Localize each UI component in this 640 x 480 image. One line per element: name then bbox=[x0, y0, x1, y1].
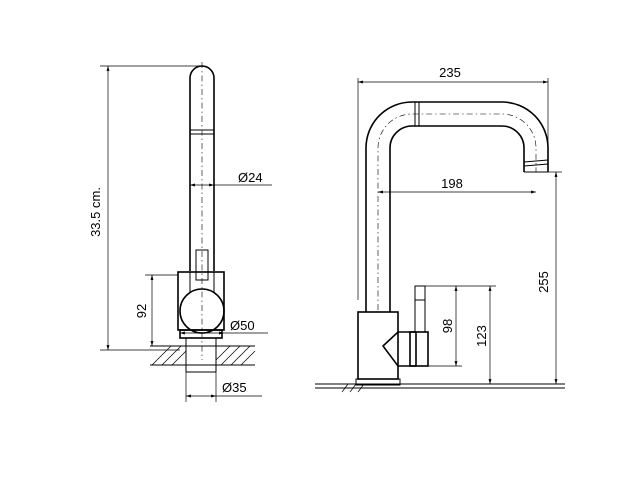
dim-lever-offset: 98 bbox=[428, 286, 462, 367]
label-hole-diameter: Ø35 bbox=[222, 380, 247, 395]
side-body bbox=[177, 249, 225, 347]
label-base-diameter: Ø50 bbox=[230, 318, 255, 333]
label-lever-offset: 98 bbox=[440, 319, 455, 333]
dim-base-diameter: Ø50 bbox=[180, 318, 268, 335]
label-spout-height: 255 bbox=[536, 271, 551, 293]
dim-body-height: 92 bbox=[134, 274, 178, 346]
side-view: 33.5 cm. 92 Ø24 Ø50 Ø35 bbox=[88, 62, 272, 402]
dim-total-reach: 235 bbox=[357, 65, 549, 300]
front-spout bbox=[365, 101, 549, 312]
label-spout-diameter: Ø24 bbox=[238, 170, 263, 185]
side-countertop bbox=[150, 345, 256, 373]
label-body-height: 92 bbox=[134, 304, 149, 318]
dim-hole-diameter: Ø35 bbox=[185, 372, 262, 402]
dim-spout-height: 255 bbox=[400, 171, 562, 385]
dim-lever-height: 123 bbox=[425, 285, 496, 384]
dim-spout-diameter: Ø24 bbox=[190, 170, 272, 187]
label-total-height: 33.5 cm. bbox=[88, 187, 103, 237]
front-countertop bbox=[315, 383, 565, 393]
front-view: 235 198 255 123 98 bbox=[315, 65, 565, 393]
dim-total-height: 33.5 cm. bbox=[88, 65, 202, 351]
side-spout-tube bbox=[189, 62, 215, 360]
label-lever-height: 123 bbox=[474, 325, 489, 347]
dim-spout-reach: 198 bbox=[378, 176, 536, 194]
label-total-reach: 235 bbox=[439, 65, 461, 80]
front-body bbox=[355, 285, 429, 386]
label-spout-reach: 198 bbox=[441, 176, 463, 191]
